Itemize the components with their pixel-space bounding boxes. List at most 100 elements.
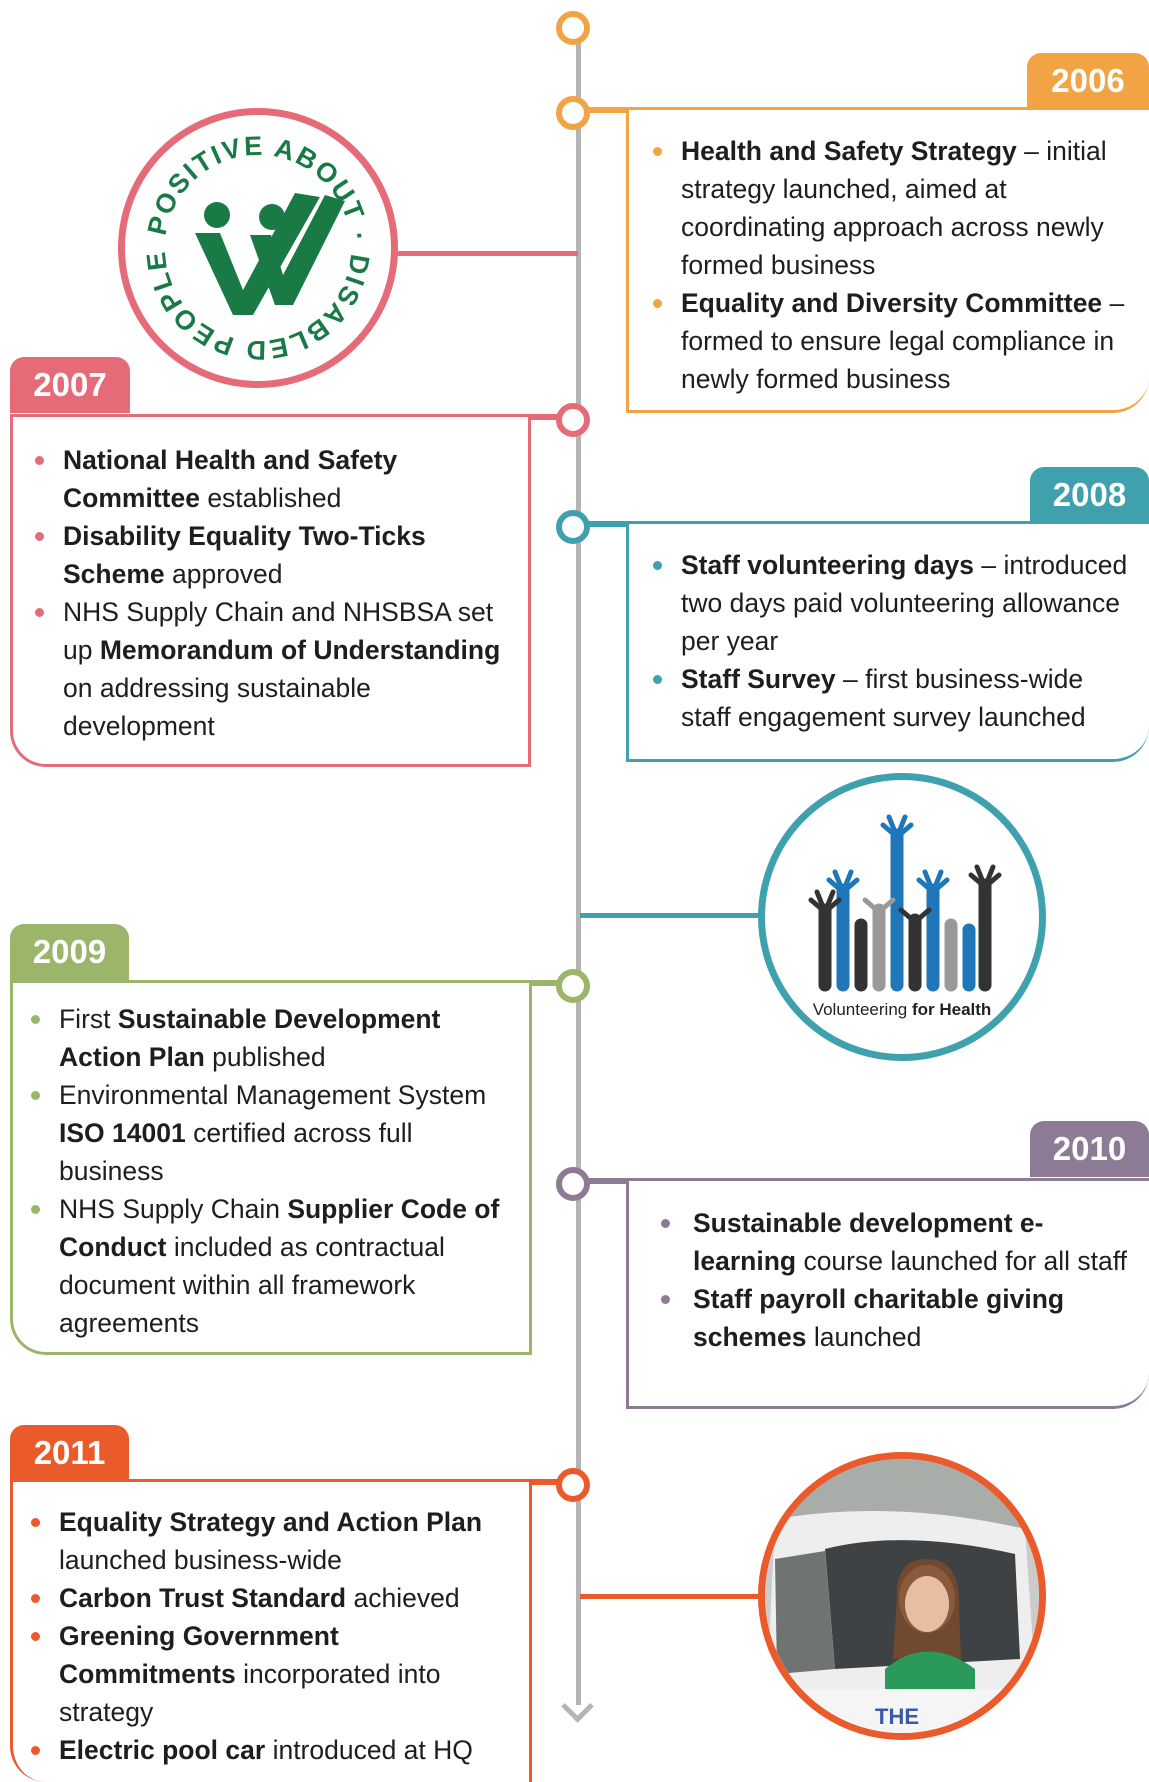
timeline-item: Greening Government Commitments incorpor…	[27, 1617, 519, 1731]
svg-text:THE: THE	[875, 1704, 919, 1729]
panel-2006: Health and Safety Strategy – initial str…	[626, 110, 1149, 413]
positive-about-disabled-people-logo: POSITIVE ABOUT · DISABLED PEOPLE	[118, 108, 398, 388]
timeline-arrow-down-icon	[561, 1690, 594, 1723]
timeline-item: Equality and Diversity Committee – forme…	[649, 284, 1139, 398]
year-tab-2011: 2011	[10, 1425, 129, 1481]
timeline-item: National Health and Safety Committee est…	[31, 441, 518, 517]
bullet-icon	[31, 1015, 40, 1024]
timeline-item: Staff payroll charitable giving schemes …	[649, 1280, 1139, 1356]
year-tab-2006: 2006	[1027, 53, 1149, 109]
item-text: course launched for all staff	[796, 1246, 1128, 1276]
bullet-icon	[653, 147, 662, 156]
timeline-item: NHS Supply Chain and NHSBSA set up Memor…	[31, 593, 518, 745]
bullet-icon	[31, 1594, 40, 1603]
raised-hands-icon: Volunteering for Health	[808, 814, 1002, 1019]
timeline-item: Staff volunteering days – introduced two…	[649, 546, 1139, 660]
bullet-icon	[653, 299, 662, 308]
item-highlight: Health and Safety Strategy	[681, 136, 1017, 166]
item-lead-text: NHS Supply Chain and NHSBSA set up	[63, 597, 494, 665]
bullet-icon	[35, 456, 44, 465]
bullet-icon	[31, 1746, 40, 1755]
bullet-icon	[661, 1295, 670, 1304]
node-2009	[556, 969, 590, 1003]
item-text: launched business-wide	[59, 1545, 342, 1575]
node-2007	[556, 403, 590, 437]
item-text: – formed to ensure legal compliance in n…	[681, 288, 1125, 394]
item-lead-text: First	[59, 1004, 118, 1034]
svg-text:Volunteering for Health: Volunteering for Health	[813, 1000, 992, 1019]
item-highlight: Disability Equality Two-Ticks Scheme	[63, 521, 426, 589]
timeline-item: First Sustainable Development Action Pla…	[27, 1000, 519, 1076]
timeline-axis	[576, 40, 581, 1705]
item-highlight: Electric pool car	[59, 1735, 266, 1765]
item-highlight: Supplier Code of Conduct	[59, 1194, 500, 1262]
connector-2008-logo	[580, 913, 762, 918]
item-lead-text: NHS Supply Chain	[59, 1194, 288, 1224]
item-highlight: Sustainable Development Action Plan	[59, 1004, 441, 1072]
item-highlight: Staff payroll charitable giving schemes	[693, 1284, 1065, 1352]
volunteering-for-health-logo: Volunteering for Health	[758, 773, 1046, 1061]
item-text: incorporated into strategy	[59, 1659, 441, 1727]
timeline-item: Staff Survey – first business-wide staff…	[649, 660, 1139, 736]
electric-car-photo: THE	[758, 1452, 1046, 1740]
timeline-item: Carbon Trust Standard achieved	[27, 1579, 519, 1617]
item-text: launched	[806, 1322, 922, 1352]
item-text: established	[199, 483, 342, 513]
item-text: approved	[164, 559, 283, 589]
item-highlight: Carbon Trust Standard	[59, 1583, 347, 1613]
year-tab-2010: 2010	[1030, 1121, 1149, 1177]
item-text: published	[204, 1042, 326, 1072]
panel-2009: First Sustainable Development Action Pla…	[10, 983, 532, 1355]
panel-2008: Staff volunteering days – introduced two…	[626, 524, 1149, 762]
year-tab-2008: 2008	[1030, 467, 1149, 523]
logo-text-for-health: for Health	[912, 1000, 991, 1019]
year-tab-2009: 2009	[10, 924, 129, 980]
item-highlight: Memorandum of Understanding	[99, 635, 501, 665]
timeline-item: Electric pool car introduced at HQ	[27, 1731, 519, 1769]
item-highlight: ISO 14001	[59, 1118, 186, 1148]
item-highlight: National Health and Safety Committee	[63, 445, 398, 513]
item-text: achieved	[346, 1583, 460, 1613]
car-photo-illustration: THE	[765, 1459, 1039, 1733]
bullet-icon	[31, 1632, 40, 1641]
node-2008	[556, 510, 590, 544]
year-tab-2007: 2007	[10, 357, 130, 413]
connector-2007-logo	[395, 251, 578, 256]
bullet-icon	[653, 561, 662, 570]
item-highlight: Staff volunteering days	[681, 550, 975, 580]
item-text: on addressing sustainable development	[63, 673, 371, 741]
timeline-item: Environmental Management System ISO 1400…	[27, 1076, 519, 1190]
panel-2010: Sustainable development e-learning cours…	[626, 1181, 1149, 1409]
panel-2007: National Health and Safety Committee est…	[10, 417, 531, 767]
timeline-item: NHS Supply Chain Supplier Code of Conduc…	[27, 1190, 519, 1342]
item-text: certified across full business	[59, 1118, 413, 1186]
bullet-icon	[31, 1205, 40, 1214]
timeline-start-node	[556, 11, 590, 45]
logo-text-volunteering: Volunteering	[813, 1000, 912, 1019]
node-2010	[556, 1167, 590, 1201]
item-highlight: Staff Survey	[681, 664, 836, 694]
timeline-item: Sustainable development e-learning cours…	[649, 1204, 1139, 1280]
timeline-item: Health and Safety Strategy – initial str…	[649, 132, 1139, 284]
bullet-icon	[31, 1091, 40, 1100]
timeline-item: Equality Strategy and Action Plan launch…	[27, 1503, 519, 1579]
item-text: included as contractual document within …	[59, 1232, 445, 1338]
connector-2011-photo	[580, 1594, 763, 1599]
bullet-icon	[31, 1518, 40, 1527]
bullet-icon	[661, 1219, 670, 1228]
item-text: – initial strategy launched, aimed at co…	[681, 136, 1107, 280]
node-2006	[556, 96, 590, 130]
bullet-icon	[35, 608, 44, 617]
bullet-icon	[653, 675, 662, 684]
item-highlight: Sustainable development e-learning	[693, 1208, 1044, 1276]
item-highlight: Greening Government Commitments	[59, 1621, 339, 1689]
bullet-icon	[35, 532, 44, 541]
timeline-item: Disability Equality Two-Ticks Scheme app…	[31, 517, 518, 593]
item-highlight: Equality and Diversity Committee	[681, 288, 1103, 318]
two-ticks-icon: POSITIVE ABOUT · DISABLED PEOPLE	[141, 131, 373, 366]
panel-2011: Equality Strategy and Action Plan launch…	[10, 1482, 532, 1782]
item-highlight: Equality Strategy and Action Plan	[59, 1507, 483, 1537]
item-text: introduced at HQ	[265, 1735, 473, 1765]
item-text: – first business-wide staff engagement s…	[681, 664, 1086, 732]
item-lead-text: Environmental Management System	[59, 1080, 487, 1110]
